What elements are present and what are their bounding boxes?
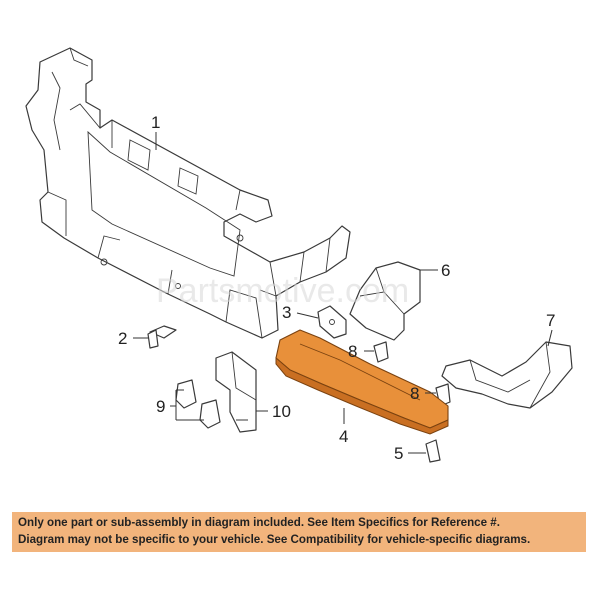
lower-bracket [215,351,257,433]
callout-5: 5 [394,444,403,463]
bolt-5 [425,439,441,463]
disclaimer-line-2: Diagram may not be specific to your vehi… [18,532,531,546]
callout-8b: 8 [410,384,419,403]
leader-9 [170,389,204,421]
leader-7 [547,329,553,347]
right-bracket [441,341,573,409]
highlighted-undercover [275,329,449,435]
watermark: Partsmotive.com [156,272,409,310]
leader-lines [133,132,553,454]
leader-3 [296,312,319,319]
callout-2: 2 [118,329,127,348]
disclaimer-banner: Only one part or sub-assembly in diagram… [12,512,586,552]
right-deflector [349,261,421,341]
callout-numbers: 1 2 3 4 5 6 7 8 8 9 10 [118,113,555,463]
radiator-support-frame [25,47,351,339]
disclaimer-line-1: Only one part or sub-assembly in diagram… [18,516,500,529]
clips-9 [175,379,221,429]
callout-7: 7 [546,311,555,330]
callout-10: 10 [272,402,291,421]
callout-9: 9 [156,397,165,416]
bolt-2 [147,325,177,349]
center-bracket [317,305,347,339]
callout-4: 4 [339,427,348,446]
callout-8a: 8 [348,342,357,361]
callout-3: 3 [282,303,291,322]
callout-6: 6 [441,261,450,280]
callout-1: 1 [151,113,160,132]
